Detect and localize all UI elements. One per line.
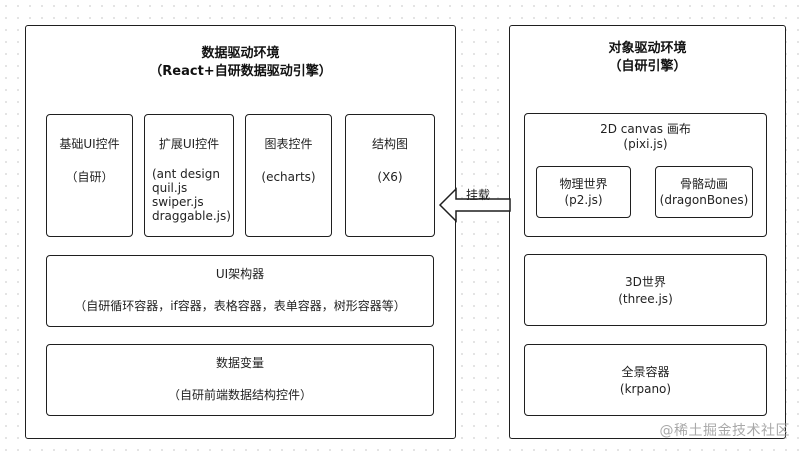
mount-arrow [438,187,511,223]
physics-world-label: 物理世界 [559,177,608,191]
world-3d-label: 3D世界 [625,275,666,289]
panorama-container-label: 全景容器 [621,365,670,379]
data-variables-detail: （自研前端数据结构控件） [167,388,312,402]
extended-ui-widgets-detail-line: (ant design [152,167,220,181]
basic-ui-widgets-detail: （自研） [65,170,114,184]
world-3d-detail: (three.js) [618,292,673,306]
structure-diagram-detail: (X6) [377,170,403,184]
chart-widgets-detail: (echarts) [261,170,316,184]
data-variables-label: 数据变量 [215,356,264,370]
physics-world-box: 物理世界 (p2.js) [536,166,631,218]
basic-ui-widgets-box: 基础UI控件 （自研） [46,114,133,237]
extended-ui-widgets-label: 扩展UI控件 [158,137,220,151]
ui-architect-box: UI架构器 （自研循环容器，if容器，表格容器，表单容器，树形容器等） [46,255,434,327]
panorama-container-detail: (krpano) [619,382,672,396]
data-variables-box: 数据变量 （自研前端数据结构控件） [46,344,434,416]
extended-ui-widgets-detail-line: quil.js [152,181,188,195]
physics-world-detail: (p2.js) [564,193,603,207]
data-driven-env-title: 数据驱动环境 [201,46,280,61]
structure-diagram-box: 结构图 (X6) [345,114,435,237]
chart-widgets-box: 图表控件 (echarts) [245,114,332,237]
chart-widgets-label: 图表控件 [264,137,313,151]
object-driven-env-title: 对象驱动环境 [608,41,687,56]
watermark: @稀土掘金技术社区 [659,423,790,439]
extended-ui-widgets-detail-line: draggable.js) [152,209,231,223]
skeletal-animation-detail: (dragonBones) [659,193,749,207]
world-3d-box: 3D世界 (three.js) [524,254,767,326]
ui-architect-detail: （自研循环容器，if容器，表格容器，表单容器，树形容器等） [74,299,406,313]
canvas-2d-label: 2D canvas 画布 [600,122,691,136]
skeletal-animation-label: 骨骼动画 [679,177,728,191]
ui-architect-label: UI架构器 [215,267,265,281]
canvas-2d-detail: (pixi.js) [623,137,668,151]
panorama-container-box: 全景容器 (krpano) [524,344,767,416]
skeletal-animation-box: 骨骼动画 (dragonBones) [655,166,753,218]
structure-diagram-label: 结构图 [371,137,408,151]
basic-ui-widgets-label: 基础UI控件 [59,137,120,151]
object-driven-env-subtitle: （自研引擎） [608,59,687,74]
extended-ui-widgets-detail-line: swiper.js [152,195,204,209]
extended-ui-widgets-box: 扩展UI控件 (ant design quil.js swiper.js dra… [144,114,234,237]
mount-label: 挂载 [466,188,491,202]
data-driven-env-subtitle: （React+自研数据驱动引擎） [149,64,332,79]
